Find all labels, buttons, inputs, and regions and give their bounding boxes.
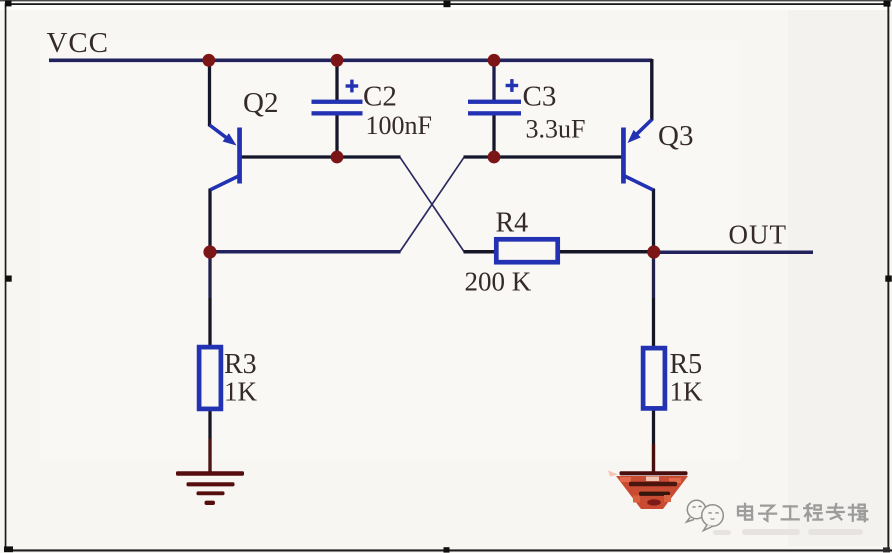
svg-text:100nF: 100nF xyxy=(366,111,432,140)
svg-text:1K: 1K xyxy=(224,377,258,407)
svg-text:VCC: VCC xyxy=(47,27,109,59)
svg-text:OUT: OUT xyxy=(729,220,788,250)
svg-text:Q2: Q2 xyxy=(243,87,278,119)
svg-text:200 K: 200 K xyxy=(465,267,532,297)
svg-text:R5: R5 xyxy=(670,349,703,380)
svg-text:C2: C2 xyxy=(363,81,397,113)
svg-text:C3: C3 xyxy=(523,81,557,113)
svg-text:R4: R4 xyxy=(496,208,529,239)
svg-text:R3: R3 xyxy=(224,349,257,380)
svg-text:1K: 1K xyxy=(670,377,704,407)
svg-text:3.3uF: 3.3uF xyxy=(526,115,586,144)
svg-text:Q3: Q3 xyxy=(658,120,693,152)
